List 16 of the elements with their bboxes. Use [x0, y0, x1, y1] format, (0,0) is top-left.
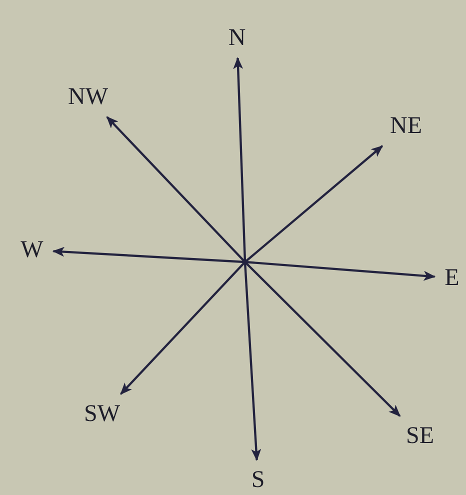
direction-label: NE — [380, 106, 432, 146]
arrow — [244, 145, 384, 263]
direction-label: NW — [58, 77, 118, 117]
direction-label: E — [434, 258, 466, 298]
direction-label: N — [218, 18, 256, 58]
arrow — [120, 261, 246, 395]
arrow — [52, 246, 246, 264]
arrow — [106, 116, 246, 263]
arrow — [233, 57, 246, 262]
direction-label: SW — [74, 394, 130, 434]
direction-label: W — [10, 230, 54, 270]
arrow — [244, 260, 436, 281]
arrow — [244, 261, 401, 417]
arrow — [244, 262, 262, 461]
direction-label: S — [241, 460, 275, 495]
direction-label: SE — [396, 416, 444, 456]
